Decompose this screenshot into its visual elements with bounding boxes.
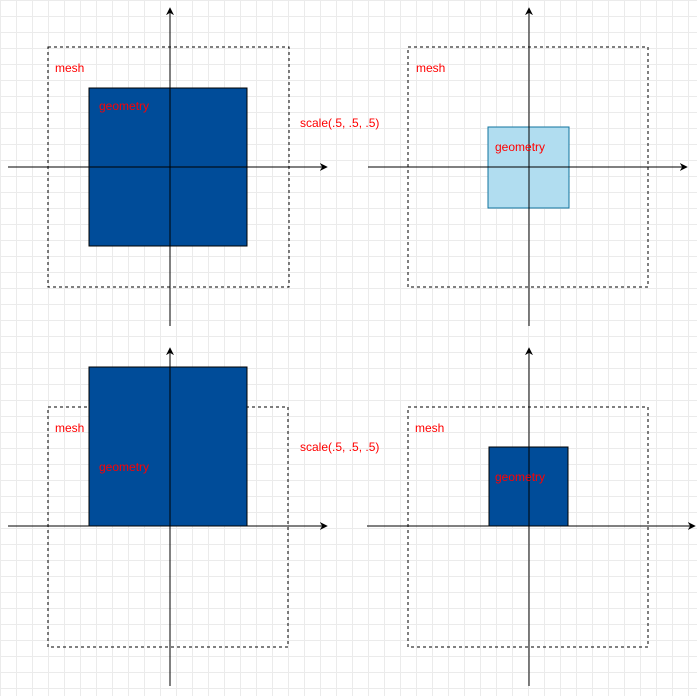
panel-top-left: mesh geometry: [8, 7, 328, 326]
transform-label-top: scale(.5, .5, .5): [300, 116, 379, 130]
geometry-label: geometry: [495, 140, 545, 154]
mesh-label: mesh: [416, 61, 445, 75]
geometry-label: geometry: [99, 99, 149, 113]
mesh-label: mesh: [415, 421, 444, 435]
geometry-label: geometry: [495, 470, 545, 484]
panel-bottom-right: mesh geometry: [367, 347, 696, 686]
mesh-label: mesh: [55, 61, 84, 75]
panel-top-right: mesh geometry: [368, 7, 688, 326]
mesh-boundary: [407, 406, 649, 648]
panel-bottom-left: mesh geometry: [8, 347, 328, 686]
geometry-box: [88, 366, 248, 527]
transform-label-bottom: scale(.5, .5, .5): [300, 440, 379, 454]
mesh-label: mesh: [55, 421, 84, 435]
geometry-label: geometry: [99, 460, 149, 474]
